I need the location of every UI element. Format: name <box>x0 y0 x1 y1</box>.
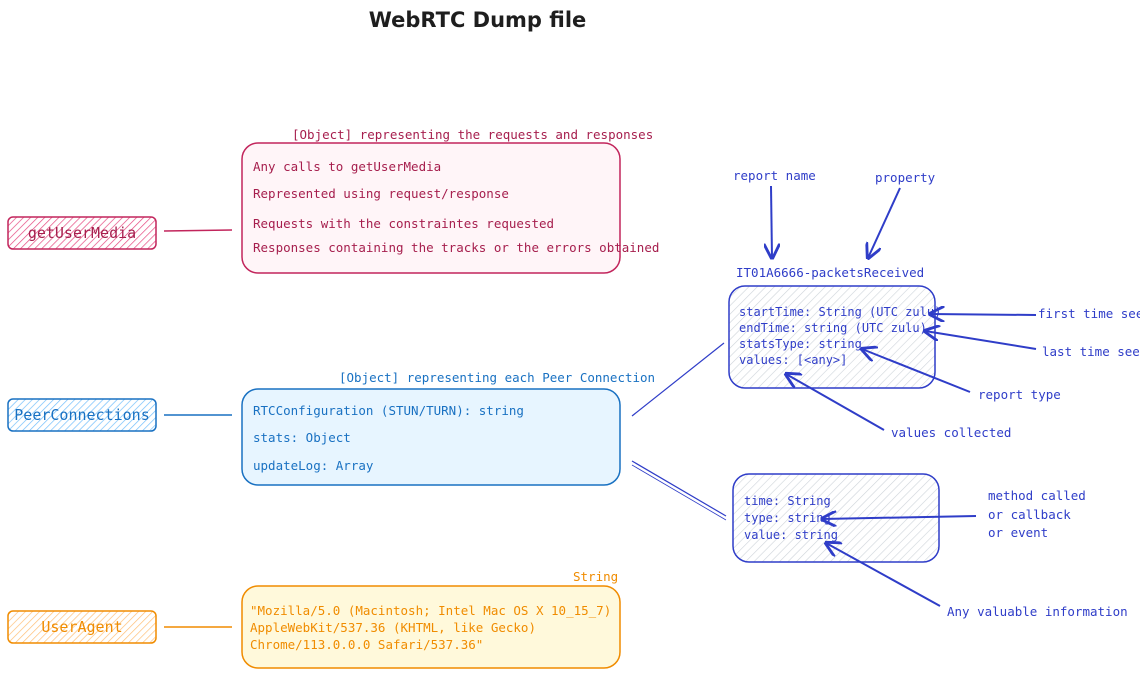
valuable-information-note: Any valuable information <box>947 604 1128 619</box>
stats-key: IT01A6666-packetsReceived <box>736 265 925 280</box>
report-name-label: report name <box>733 168 816 183</box>
last-time-seen-arrow <box>925 331 1037 350</box>
peerconnections-line-2: stats: Object <box>253 430 351 445</box>
getusermedia-line-3: Requests with the constraintes requested <box>253 216 555 231</box>
useragent-line-3: Chrome/113.0.0.0 Safari/537.36" <box>250 637 484 652</box>
useragent-line-1: "Mozilla/5.0 (Macintosh; Intel Mac OS X … <box>250 603 612 618</box>
peerconnections-line-1: RTCConfiguration (STUN/TURN): string <box>253 403 524 418</box>
diagram-title: WebRTC Dump file <box>368 8 587 32</box>
report-type-note: report type <box>978 387 1061 402</box>
useragent-label-box <box>7 610 157 644</box>
method-called-note-3: or event <box>988 525 1049 540</box>
getusermedia-content-box <box>241 142 621 274</box>
useragent-line-2: AppleWebKit/537.36 (KHTML, like Gecko) <box>250 620 536 635</box>
getusermedia-line-4: Responses containing the tracks or the e… <box>253 240 660 255</box>
report-name-arrow <box>771 185 772 258</box>
useragent-content-box <box>241 585 621 669</box>
getusermedia-caption: [Object] representing the requests and r… <box>292 127 654 142</box>
getusermedia-line-1: Any calls to getUserMedia <box>253 159 442 174</box>
useragent-caption: String <box>573 569 619 584</box>
stats-line-3: statsType: string <box>739 337 862 351</box>
peerconnections-line-3: updateLog: Array <box>253 458 374 473</box>
last-time-seen-note: last time seen <box>1042 344 1140 359</box>
method-called-note-1: method called <box>988 488 1086 503</box>
stats-line-2: endTime: string (UTC zulu) <box>739 321 927 335</box>
method-called-note-2: or callback <box>988 507 1071 522</box>
getusermedia-connector <box>163 229 233 232</box>
getusermedia-line-2: Represented using request/response <box>253 186 509 201</box>
values-collected-note: values collected <box>891 425 1012 440</box>
useragent-label: UserAgent <box>41 618 123 636</box>
getusermedia-label-box <box>7 216 157 250</box>
first-time-seen-arrow <box>930 314 1037 315</box>
peerconnections-caption: [Object] representing each Peer Connecti… <box>339 370 656 385</box>
peerconnections-content-box <box>241 388 621 486</box>
method-called-arrow <box>822 516 977 519</box>
report-type-arrow <box>862 349 971 393</box>
peerconnections-label: PeerConnections <box>14 406 150 424</box>
getusermedia-label: getUserMedia <box>27 224 137 242</box>
stats-connector <box>631 342 725 417</box>
updatelog-line-3: value: string <box>744 528 838 542</box>
stats-line-4: values: [<any>] <box>739 353 848 367</box>
peerconnections-label-box <box>7 398 157 432</box>
updatelog-line-1: time: String <box>744 494 831 508</box>
property-label: property <box>875 170 936 185</box>
valuable-information-arrow <box>826 543 941 607</box>
property-arrow <box>868 187 901 258</box>
updatelog-line-2: type: string <box>744 511 831 525</box>
first-time-seen-note: first time seen <box>1038 306 1140 321</box>
stats-line-1: startTime: String (UTC zulu) <box>739 305 942 319</box>
values-collected-arrow <box>786 374 885 431</box>
updatelog-connector <box>631 460 727 517</box>
